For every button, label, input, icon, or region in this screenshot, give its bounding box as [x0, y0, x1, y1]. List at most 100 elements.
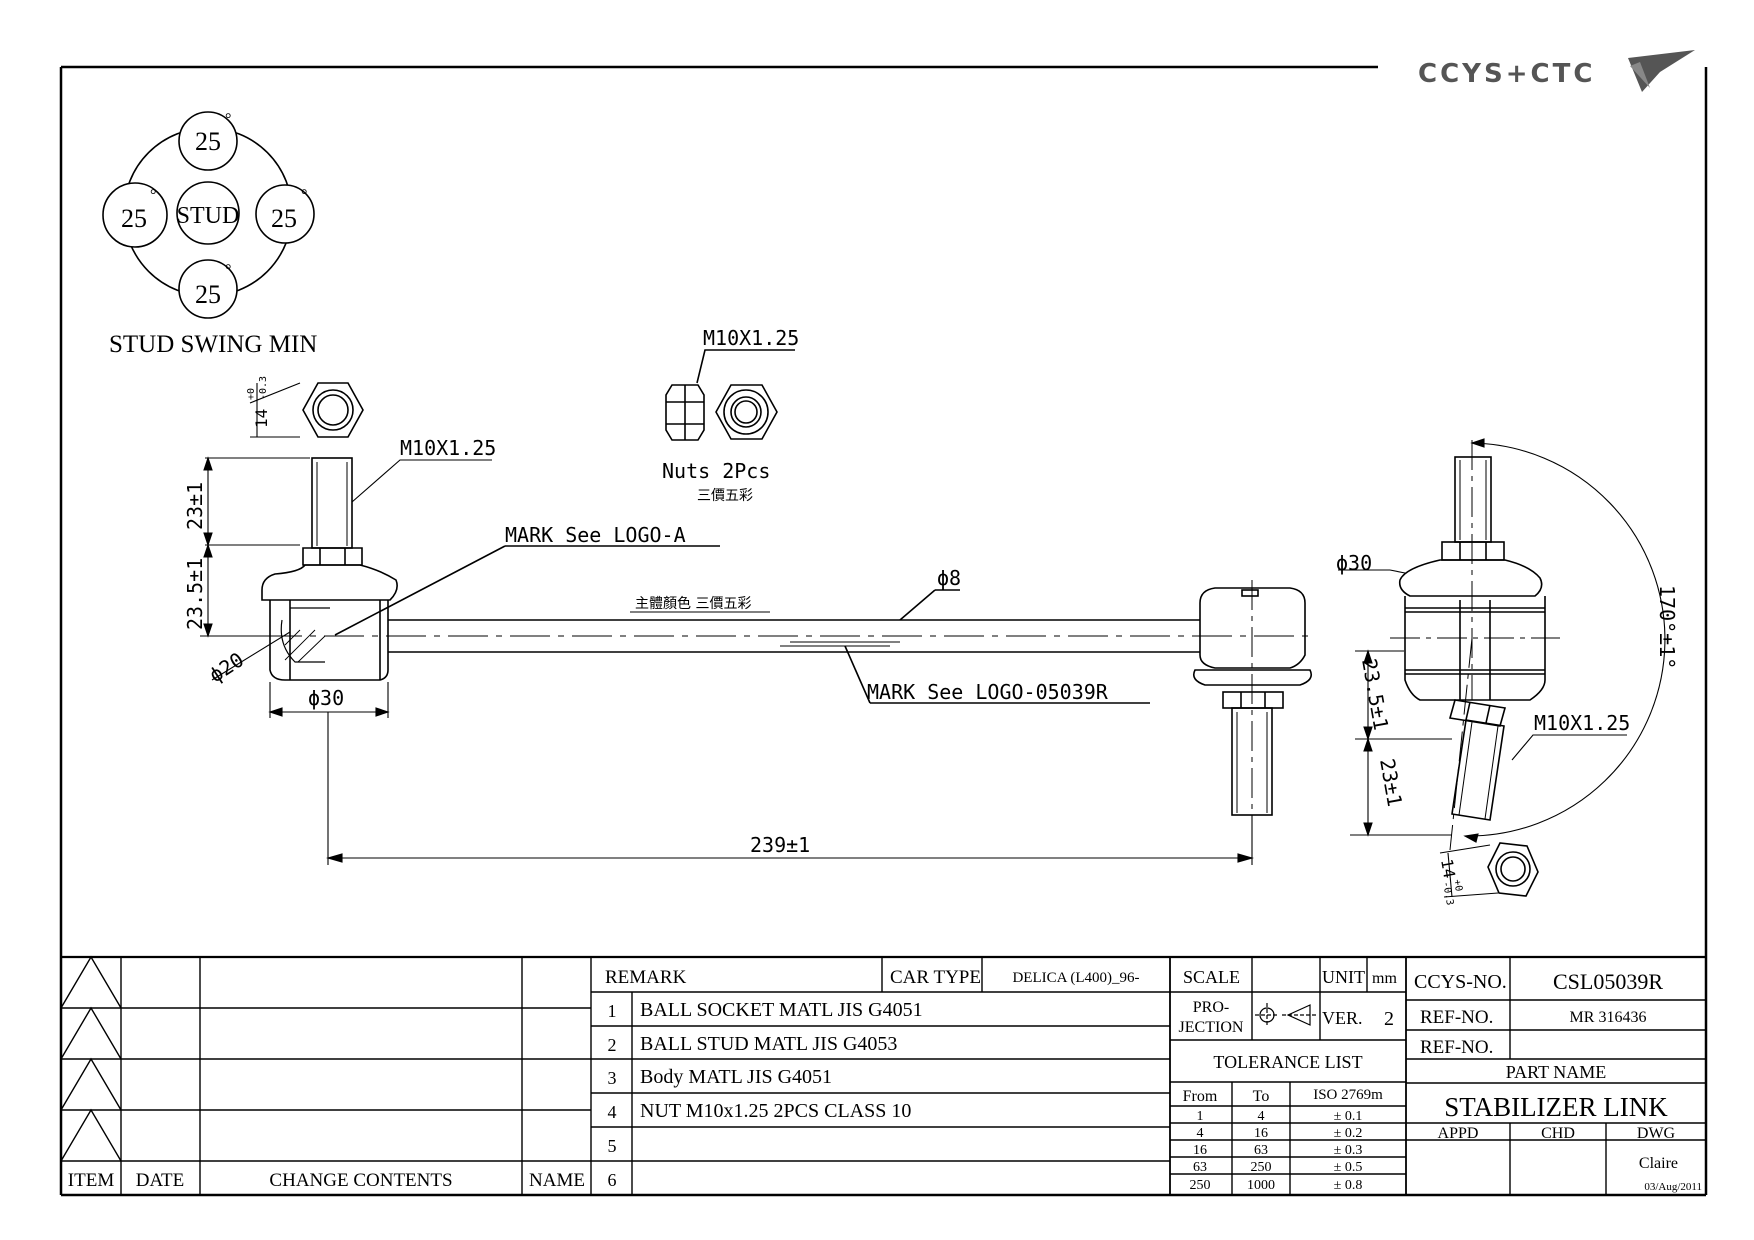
left-hex-tol-upper: +0 — [246, 388, 257, 400]
tol-to: 250 — [1251, 1160, 1272, 1175]
stud-swing-diagram: 25 25 STUD 25 25 ° ° ° ° STUD SWING MIN — [102, 111, 317, 358]
left-view-dimensions: 23±1 23.5±1 ϕ30 ϕ20 M10X1.25 14 +0 -0.3 — [183, 376, 496, 718]
remark-item-no: 3 — [608, 1068, 617, 1088]
rev-header-contents: CHANGE CONTENTS — [269, 1170, 452, 1191]
brand-logo: CCYS+CTC — [1418, 50, 1695, 92]
swing-bottom-label: 25 — [195, 280, 221, 309]
unit-label: UNIT — [1322, 967, 1365, 987]
remark-item-no: 4 — [608, 1102, 617, 1122]
tol-from: 4 — [1197, 1126, 1204, 1141]
spec-table: SCALE UNIT mm PRO- JECTION VER. 2 TOLERA… — [1169, 957, 1406, 1195]
tol-from: 250 — [1190, 1178, 1211, 1193]
tol-to: 4 — [1258, 1109, 1265, 1124]
appd-label: APPD — [1438, 1125, 1479, 1142]
swing-left-degree: ° — [150, 187, 156, 204]
scale-label: SCALE — [1183, 967, 1240, 987]
remark-item-no: 2 — [608, 1035, 617, 1055]
swing-center-label: STUD — [177, 203, 240, 229]
tol-to: 1000 — [1247, 1178, 1275, 1193]
tol-value: ± 0.8 — [1334, 1178, 1363, 1193]
right-hex-tol-upper: +0 — [1451, 879, 1464, 893]
rev-header-name: NAME — [529, 1170, 585, 1191]
unit-value: mm — [1372, 970, 1397, 987]
ref-no-label: REF-NO. — [1420, 1007, 1493, 1028]
brand-logo-text: CCYS+CTC — [1418, 59, 1595, 89]
drawing-date-value: 03/Aug/2011 — [1644, 1181, 1702, 1193]
middle-ball-joint — [1192, 580, 1313, 830]
rod-diameter-dim: ϕ8 — [937, 566, 961, 590]
tolerance-list-title: TOLERANCE LIST — [1213, 1052, 1362, 1072]
swing-bottom-degree: ° — [225, 262, 231, 279]
right-hex-dim: 14 — [1437, 857, 1459, 879]
version-label: VER. — [1322, 1008, 1363, 1028]
tol-value: ± 0.1 — [1334, 1109, 1363, 1124]
ccys-no-value: CSL05039R — [1553, 969, 1663, 994]
revision-table: ITEM DATE CHANGE CONTENTS NAME — [60, 955, 592, 1195]
drawn-by-value: Claire — [1639, 1155, 1678, 1172]
right-stud-length-dim: 23±1 — [1375, 757, 1407, 809]
remark-label: REMARK — [605, 967, 687, 988]
swing-left-label: 25 — [121, 204, 147, 233]
connecting-rod: MARK See LOGO-A ϕ8 MARK See LOGO-05039R … — [200, 523, 1315, 704]
swing-right-degree: ° — [301, 187, 307, 204]
mark-part-logo-label: MARK See LOGO-05039R — [867, 680, 1109, 704]
ref-no-value: MR 316436 — [1570, 1009, 1647, 1026]
overall-length-dimension: 239±1 — [325, 712, 1255, 865]
nuts-caption: Nuts 2Pcs — [662, 459, 770, 483]
tol-from: 16 — [1193, 1143, 1207, 1158]
left-body-diameter-dim: ϕ30 — [308, 686, 344, 710]
swing-angle-dim: 170°±1° — [1655, 585, 1679, 669]
tol-to: 16 — [1254, 1126, 1268, 1141]
title-block: ITEM DATE CHANGE CONTENTS NAME REMARK CA… — [60, 955, 1706, 1195]
tol-to: 63 — [1254, 1143, 1268, 1158]
remark-item-no: 6 — [608, 1170, 617, 1190]
projection-label-2: JECTION — [1179, 1019, 1244, 1036]
left-stud-length-dim: 23±1 — [183, 482, 207, 530]
projection-symbol-icon — [1255, 1003, 1316, 1027]
ref-no2-label: REF-NO. — [1420, 1037, 1493, 1058]
tol-from: 1 — [1197, 1109, 1204, 1124]
car-type-label: CAR TYPE — [890, 967, 981, 988]
right-view-dimensions: ϕ30 170°±1° 23.5±1 23±1 M10X1.25 14 +0 -… — [1336, 438, 1679, 907]
tol-value: ± 0.5 — [1334, 1160, 1363, 1175]
left-ball-diameter-dim: ϕ20 — [205, 647, 248, 687]
remark-item-no: 1 — [608, 1001, 617, 1021]
right-thread-label: M10X1.25 — [1534, 711, 1630, 735]
swing-top-degree: ° — [225, 111, 231, 128]
nuts-detail: M10X1.25 Nuts 2Pcs 三價五彩 — [662, 326, 799, 504]
left-hex-dim: 14 — [252, 409, 271, 428]
left-ball-joint — [261, 382, 398, 681]
swing-right-label: 25 — [271, 204, 297, 233]
remark-table: REMARK CAR TYPE DELICA (L400)_96- 1 BALL… — [591, 957, 1170, 1195]
overall-length-label: 239±1 — [750, 833, 810, 857]
left-hex-tol-lower: -0.3 — [258, 376, 269, 400]
remark-item-text: Body MATL JIS G4051 — [640, 1066, 832, 1088]
tol-header-from: From — [1183, 1088, 1218, 1105]
chd-label: CHD — [1541, 1125, 1575, 1142]
projection-label-1: PRO- — [1193, 999, 1229, 1016]
tol-value: ± 0.3 — [1334, 1143, 1363, 1158]
ccys-swoosh-icon — [1628, 50, 1695, 92]
nuts-thread-label: M10X1.25 — [703, 326, 799, 350]
rod-color-note: 主體顏色 三價五彩 — [635, 595, 751, 612]
rev-header-date: DATE — [136, 1170, 185, 1191]
left-socket-height-dim: 23.5±1 — [183, 558, 207, 630]
right-hex-tol-lower: -0.3 — [1440, 881, 1455, 907]
tol-value: ± 0.2 — [1334, 1126, 1363, 1141]
tol-header-iso: ISO 2769m — [1313, 1087, 1383, 1103]
left-thread-label: M10X1.25 — [400, 436, 496, 460]
identification-block: CCYS-NO. CSL05039R REF-NO. MR 316436 REF… — [1405, 957, 1706, 1195]
remark-item-text: NUT M10x1.25 2PCS CLASS 10 — [640, 1100, 911, 1122]
car-type-value: DELICA (L400)_96- — [1012, 970, 1139, 986]
tol-from: 63 — [1193, 1160, 1207, 1175]
remark-item-no: 5 — [608, 1136, 617, 1156]
remark-item-text: BALL SOCKET MATL JIS G4051 — [640, 999, 923, 1021]
dwg-label: DWG — [1637, 1125, 1676, 1142]
right-body-diameter-dim: ϕ30 — [1336, 551, 1372, 575]
remark-item-text: BALL STUD MATL JIS G4053 — [640, 1033, 897, 1055]
version-value: 2 — [1384, 1008, 1394, 1030]
right-ball-joint — [1390, 440, 1560, 897]
part-name-label: PART NAME — [1506, 1062, 1606, 1082]
nuts-color-note: 三價五彩 — [697, 487, 753, 504]
